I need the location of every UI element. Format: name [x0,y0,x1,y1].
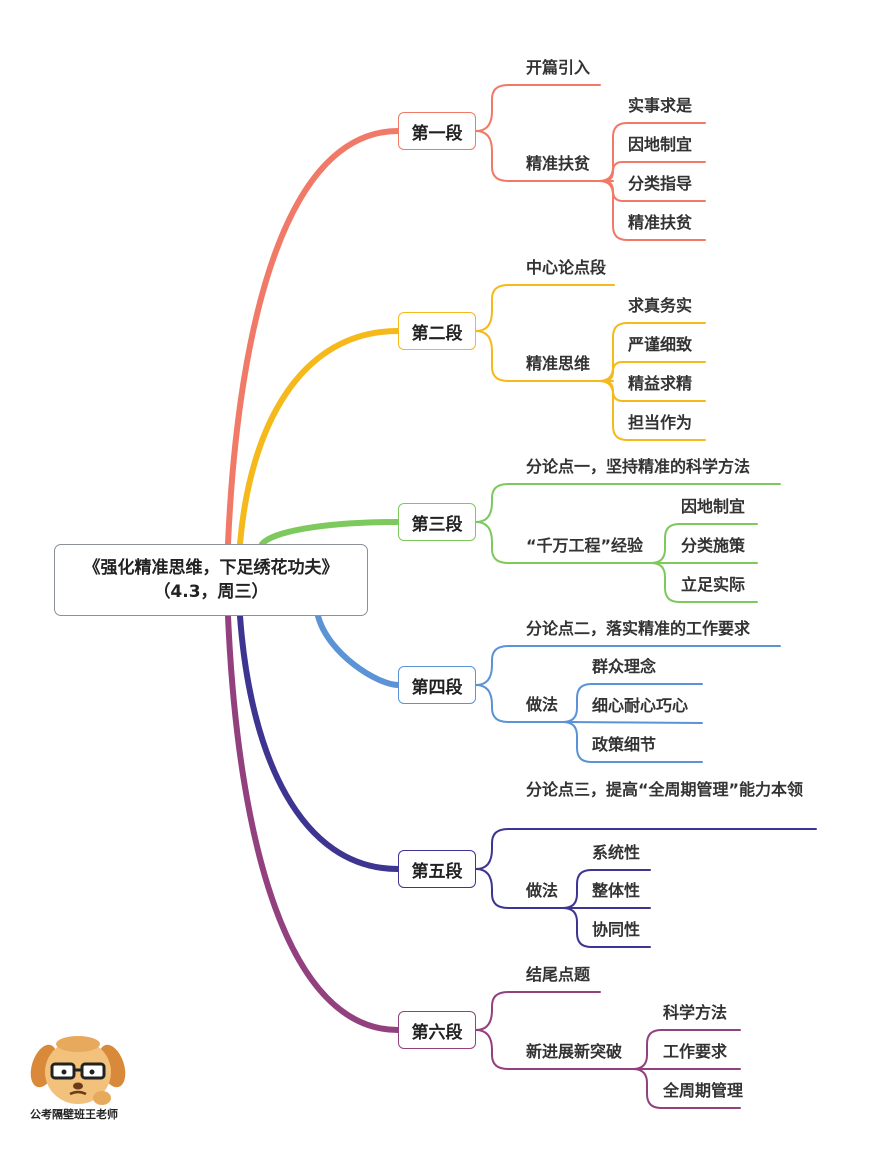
segment-4-item[interactable]: 政策细节 [592,735,657,754]
connector-subtopic-4 [475,684,578,723]
connector-item-5-3 [562,907,651,948]
segment-1-item[interactable]: 分类指导 [628,174,693,193]
connector-item-4-1 [562,683,703,723]
segment-node-6[interactable]: 第六段 [398,1011,476,1049]
segment-2-item[interactable]: 精益求精 [628,374,693,393]
root-node[interactable]: 《强化精准思维，下足绣花功夫》 （4.3，周三） [54,544,368,616]
segment-3-item[interactable]: 分类施策 [681,536,746,555]
connector-item-6-3 [632,1068,741,1109]
segment-node-5[interactable]: 第五段 [398,850,476,888]
root-subtitle: （4.3，周三） [153,582,269,602]
connector-subtopic-2 [475,330,614,382]
segment-2-item[interactable]: 求真务实 [628,296,693,315]
segment-node-4[interactable]: 第四段 [398,666,476,704]
glasses-dog-icon [30,1036,126,1105]
connector-item-2-4 [598,380,706,441]
branch-segment-4 [315,613,401,688]
segment-node-2[interactable]: 第二段 [398,312,476,350]
root-title: 《强化精准思维，下足绣花功夫》 [83,558,339,578]
connector-subtopic-3 [475,521,666,564]
branch-segment-1 [225,128,401,547]
segment-1-item[interactable]: 精准扶贫 [628,213,693,232]
connector-topic-6 [475,991,601,1031]
segment-2-topic[interactable]: 中心论点段 [526,258,607,277]
segment-6-item[interactable]: 全周期管理 [663,1081,744,1100]
segment-4-item[interactable]: 细心耐心巧心 [592,696,689,715]
segment-5-item[interactable]: 协同性 [592,920,641,939]
segment-4-topic[interactable]: 分论点二，落实精准的工作要求 [526,619,751,638]
segment-5-subtopic[interactable]: 做法 [526,881,559,900]
segment-6-topic[interactable]: 结尾点题 [526,965,591,984]
segment-3-item[interactable]: 立足实际 [681,575,746,594]
segment-6-subtopic[interactable]: 新进展新突破 [526,1042,623,1061]
segment-1-topic[interactable]: 开篇引入 [526,58,591,77]
connector-item-6-1 [632,1029,741,1070]
segment-5-topic[interactable]: 分论点三，提高“全周期管理”能力本领 [526,780,804,799]
connector-topic-1 [475,84,601,132]
connector-item-3-3 [650,562,758,603]
segment-4-item[interactable]: 群众理念 [592,657,657,676]
segment-node-1[interactable]: 第一段 [398,112,476,150]
connector-topic-2 [475,284,615,332]
connector-topic-5 [475,828,817,870]
connector-item-4-3 [562,721,703,763]
segment-1-item[interactable]: 因地制宜 [628,135,693,154]
connector-item-4-2 [562,721,703,724]
connector-item-2-1 [598,322,706,382]
segment-3-topic[interactable]: 分论点一，坚持精准的科学方法 [526,457,751,476]
connector-subtopic-1 [475,130,614,182]
branch-segment-3 [259,519,401,547]
branch-segment-2 [237,328,401,547]
connector-topic-3 [475,483,781,523]
segment-4-subtopic[interactable]: 做法 [526,695,559,714]
connector-item-1-1 [598,122,706,182]
watermark-text: 公考隔壁班王老师 [30,1108,118,1121]
segment-3-item[interactable]: 因地制宜 [681,497,746,516]
connector-topic-4 [475,645,781,686]
segment-2-item[interactable]: 担当作为 [628,413,693,432]
segment-node-3[interactable]: 第三段 [398,503,476,541]
branch-segment-5 [237,613,401,872]
segment-6-item[interactable]: 科学方法 [663,1003,728,1022]
branch-segment-6 [225,613,401,1033]
segment-1-subtopic[interactable]: 精准扶贫 [526,154,591,173]
segment-6-item[interactable]: 工作要求 [663,1042,728,1061]
segment-3-subtopic[interactable]: “千万工程”经验 [526,536,644,555]
segment-2-subtopic[interactable]: 精准思维 [526,354,591,373]
segment-5-item[interactable]: 整体性 [592,881,641,900]
connector-item-5-1 [562,869,651,909]
connector-item-1-4 [598,180,706,241]
connector-subtopic-6 [475,1029,648,1070]
segment-2-item[interactable]: 严谨细致 [628,335,693,354]
segment-5-item[interactable]: 系统性 [592,843,641,862]
connector-subtopic-5 [475,868,578,909]
segment-1-item[interactable]: 实事求是 [628,96,693,115]
connector-item-3-1 [650,523,758,564]
